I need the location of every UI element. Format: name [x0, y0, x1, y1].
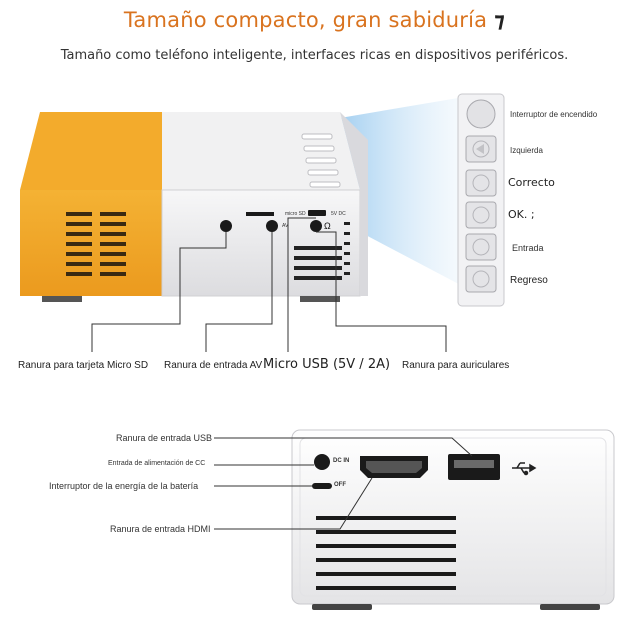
page-subtitle: Tamaño como teléfono inteligente, interf…: [60, 48, 569, 63]
port-label-micro-sd: micro SD: [285, 211, 306, 217]
callout-dc-input: Entrada de alimentación de CC: [108, 460, 206, 467]
port-label-off: OFF: [334, 482, 346, 488]
projection-beam: [340, 96, 470, 290]
callout-av-input: Ranura de entrada AV: [164, 360, 263, 371]
rear-vents: [316, 516, 456, 590]
battery-switch: [312, 483, 332, 489]
title-text: Tamaño compacto, gran sabiduría: [123, 8, 488, 32]
page-title: Tamaño compacto, gran sabiduría ⁊: [0, 8, 629, 32]
projector-top-view: [20, 112, 368, 302]
rear-foot-left: [312, 604, 372, 610]
white-side-vents: [294, 246, 342, 280]
top-vents: [301, 133, 341, 188]
micro-sd-led: [220, 220, 232, 232]
callout-usb-input: Ranura de entrada USB: [116, 433, 213, 443]
micro-usb-port: [308, 210, 326, 216]
rear-callout-lines: [214, 437, 473, 530]
callout-micro-usb: Micro USB (5V / 2A): [263, 357, 391, 372]
button-label-input: Entrada: [512, 243, 544, 253]
projector-rear-view: [291, 429, 615, 610]
usb-icon: [512, 462, 537, 476]
projector-yellow-top: [20, 112, 162, 190]
brand-mark-icon: ⁊: [494, 8, 506, 32]
button-label-right: Correcto: [508, 176, 555, 189]
rear-foot-right: [540, 604, 600, 610]
av-port: [266, 220, 278, 232]
callout-headphone: Ranura para auriculares: [402, 360, 510, 371]
button-label-ok: OK. ;: [508, 208, 535, 221]
left-arrow-icon: [476, 144, 484, 154]
projector-white-side: [161, 189, 361, 297]
port-label-dc: 5V DC: [331, 211, 346, 217]
projector-foot-left: [42, 296, 82, 302]
callout-micro-sd-slot: Ranura para tarjeta Micro SD: [18, 360, 149, 371]
micro-sd-slot: [246, 212, 274, 216]
yellow-side-vents: [66, 212, 126, 276]
top-callout-lines: [91, 217, 447, 352]
headphone-icon: Ω: [324, 221, 331, 231]
button-label-power: Interruptor de encendido: [510, 110, 598, 119]
projector-front-face: [340, 112, 368, 296]
button-label-left: Izquierda: [510, 146, 543, 155]
port-label-av: AV: [282, 223, 289, 229]
side-dots: [344, 222, 350, 275]
callout-battery-switch: Interruptor de la energía de la batería: [49, 481, 199, 491]
callout-hdmi-input: Ranura de entrada HDMI: [110, 524, 211, 534]
port-label-dc-in: DC IN: [333, 458, 350, 464]
power-button-shape: [466, 99, 496, 129]
button-panel: [457, 93, 505, 307]
headphone-port: [310, 220, 322, 232]
button-label-return: Regreso: [510, 275, 548, 286]
dc-in-port: [314, 454, 330, 470]
projector-foot-right: [300, 296, 340, 302]
